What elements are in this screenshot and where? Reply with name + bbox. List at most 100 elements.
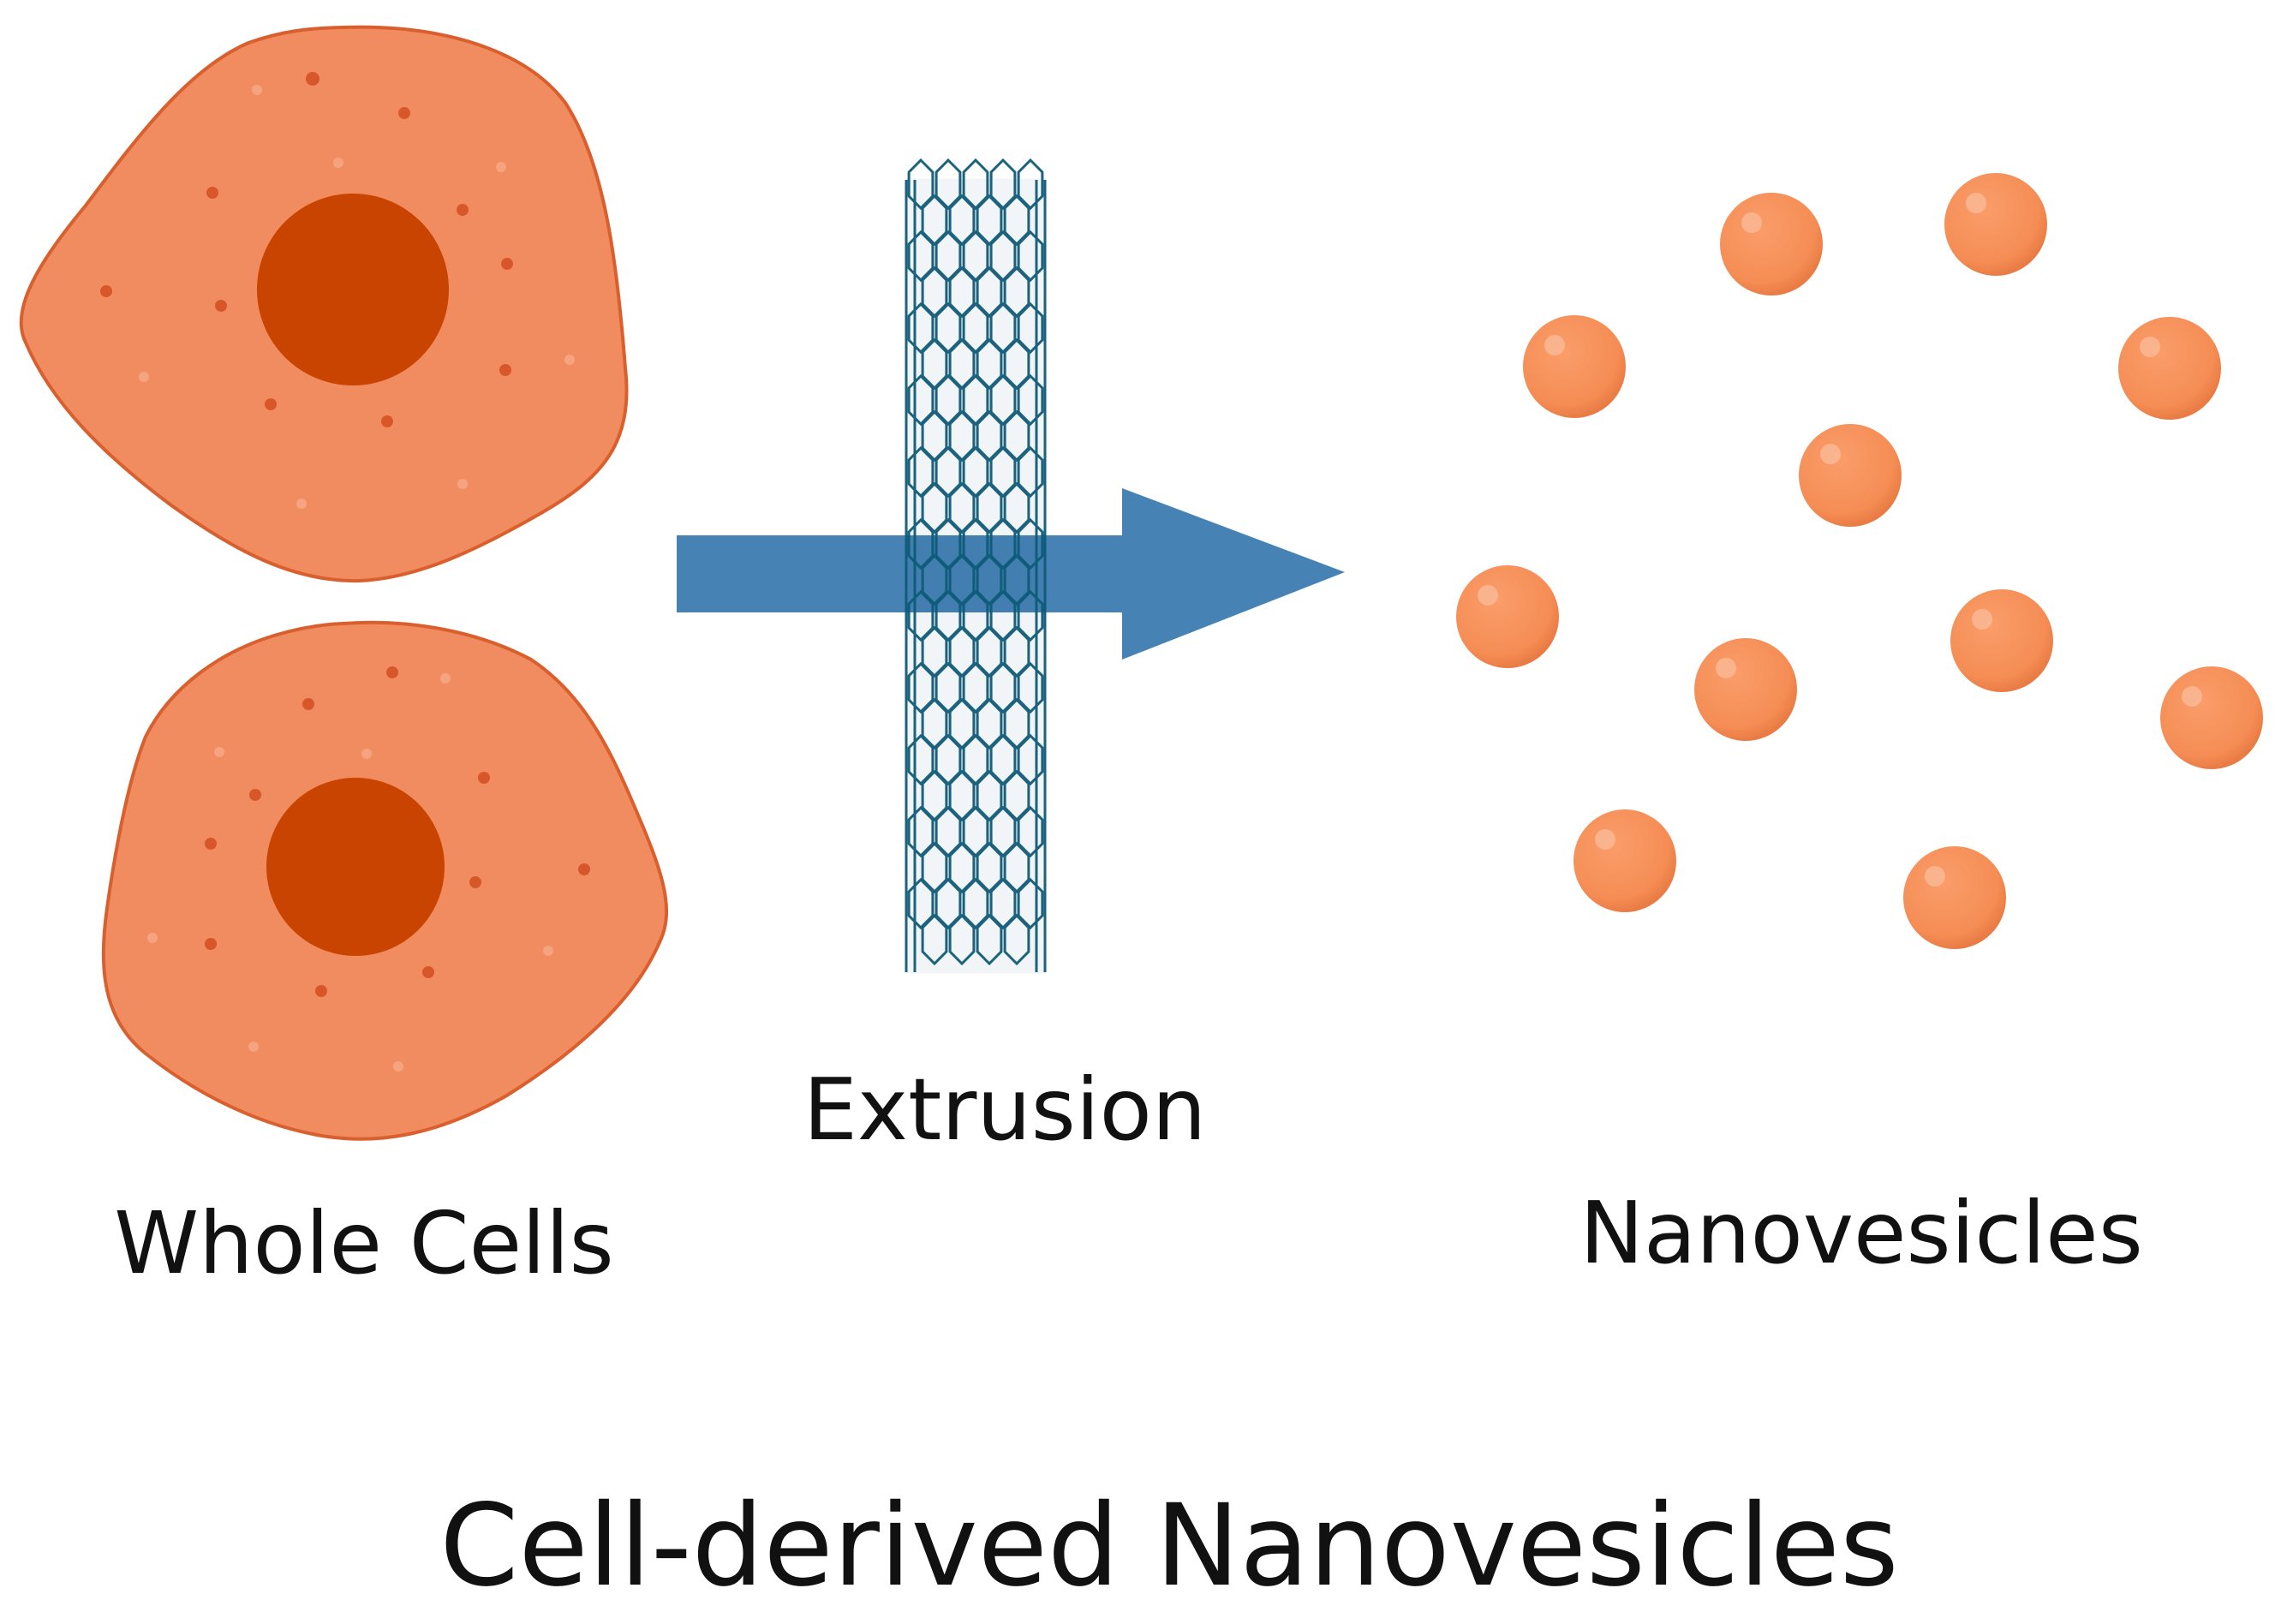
nucleus-bottom <box>266 778 445 956</box>
hexagon-cell <box>921 409 948 463</box>
hexagon-cell <box>948 194 976 247</box>
hexagon-cell <box>921 769 948 822</box>
hexagon-cell <box>948 481 976 534</box>
hexagon-cell <box>948 553 976 606</box>
diagram-title: Cell-derived Nanovesicles <box>439 1480 1898 1612</box>
hexagon-cell <box>935 733 962 786</box>
hexagon-cell <box>1003 697 1030 750</box>
hexagon-lattice <box>907 158 1044 966</box>
vesicle-icon <box>1720 193 1823 296</box>
hexagon-cell <box>976 841 1003 894</box>
hexagon-cell <box>1003 841 1030 894</box>
hexagon-cell <box>976 913 1003 966</box>
whole-cells-label: Whole Cells <box>114 1193 614 1293</box>
hexagon-cell <box>948 625 976 678</box>
hexagon-cell <box>907 373 935 427</box>
hexagon-cell <box>935 661 962 714</box>
hexagon-cell <box>907 517 935 570</box>
granules-bottom <box>205 666 590 997</box>
hexagon-cell <box>907 158 935 211</box>
hexagon-cell <box>976 481 1003 534</box>
hexagon-cell <box>948 409 976 463</box>
hexagon-cell <box>976 553 1003 606</box>
hexagon-cell <box>989 517 1017 570</box>
hexagon-cell <box>1017 230 1044 283</box>
hexagon-cell <box>921 913 948 966</box>
hexagon-cell <box>1003 337 1030 391</box>
hexagon-cell <box>976 697 1003 750</box>
hexagon-cell <box>989 445 1017 499</box>
hexagon-cell <box>989 230 1017 283</box>
hexagon-cell <box>1017 445 1044 499</box>
vesicle-icon <box>1903 846 2006 949</box>
hexagon-cell <box>962 877 989 930</box>
faint-granules-bottom <box>147 673 553 1072</box>
hexagon-cell <box>907 733 935 786</box>
hexagon-cell <box>976 625 1003 678</box>
hexagon-cell <box>948 337 976 391</box>
hexagon-cell <box>907 302 935 355</box>
hexagon-cell <box>1003 409 1030 463</box>
hexagon-cell <box>1003 913 1030 966</box>
vesicle-icon <box>2118 317 2221 420</box>
hexagon-cell <box>1017 733 1044 786</box>
hexagon-cell <box>935 373 962 427</box>
hexagon-cell <box>989 661 1017 714</box>
hexagon-cell <box>921 337 948 391</box>
hexagon-cell <box>948 769 976 822</box>
hexagon-cell <box>935 230 962 283</box>
hexagon-cell <box>1003 481 1030 534</box>
vesicle-icon <box>1523 315 1626 418</box>
hexagon-cell <box>1003 625 1030 678</box>
hexagon-cell <box>935 158 962 211</box>
hexagon-cell <box>921 266 948 319</box>
hexagon-cell <box>935 877 962 930</box>
hexagon-cell <box>962 733 989 786</box>
hexagon-cell <box>976 337 1003 391</box>
vesicle-icon <box>1944 173 2047 276</box>
hexagon-cell <box>962 517 989 570</box>
hexagon-cell <box>1017 589 1044 642</box>
hexagon-cell <box>921 481 948 534</box>
faint-granules-top <box>139 85 575 509</box>
hexagon-cell <box>1017 517 1044 570</box>
nanovesicles-cluster <box>1456 173 2263 949</box>
hexagon-cell <box>935 589 962 642</box>
hexagon-cell <box>921 194 948 247</box>
hexagon-cell <box>907 661 935 714</box>
hexagon-cell <box>921 697 948 750</box>
hexagon-cell <box>962 373 989 427</box>
hexagon-cell <box>989 373 1017 427</box>
hexagon-cell <box>976 194 1003 247</box>
hexagon-cell <box>962 302 989 355</box>
hexagon-cell <box>935 805 962 858</box>
hexagon-cell <box>935 302 962 355</box>
hexagon-cell <box>976 266 1003 319</box>
hexagon-cell <box>976 769 1003 822</box>
hexagon-cell <box>948 697 976 750</box>
hexagon-cell <box>989 302 1017 355</box>
vesicle-icon <box>1950 589 2053 692</box>
hexagon-cell <box>935 517 962 570</box>
nanovesicles-label: Nanovesicles <box>1579 1183 2143 1283</box>
hexagon-cell <box>907 589 935 642</box>
vesicle-icon <box>1694 638 1797 741</box>
hexagon-cell <box>1003 553 1030 606</box>
hexagon-cell <box>948 913 976 966</box>
hexagon-cell <box>962 158 989 211</box>
hexagon-cell <box>948 266 976 319</box>
nanotube-icon <box>905 158 1047 974</box>
hexagon-cell <box>989 158 1017 211</box>
hexagon-cell <box>1017 373 1044 427</box>
hexagon-cell <box>989 589 1017 642</box>
hexagon-cell <box>989 877 1017 930</box>
vesicle-icon <box>1456 565 1559 668</box>
hexagon-cell <box>962 445 989 499</box>
vesicle-icon <box>2160 666 2263 769</box>
hexagon-cell <box>1003 194 1030 247</box>
right-arrow-icon <box>677 488 1345 660</box>
cell-icon-bottom <box>101 620 669 1141</box>
hexagon-cell <box>1017 158 1044 211</box>
hexagon-cell <box>962 230 989 283</box>
